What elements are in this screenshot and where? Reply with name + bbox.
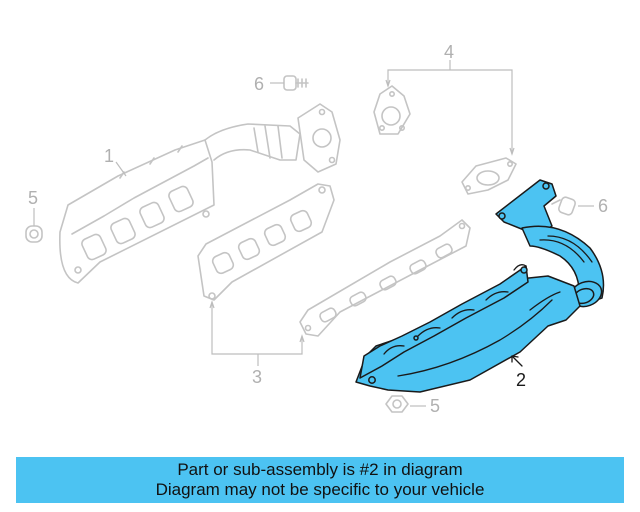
part-2-manifold-highlighted[interactable] <box>355 179 605 393</box>
callout-6-right-label: 6 <box>598 196 608 216</box>
part-6-stud-top <box>283 75 309 91</box>
callout-5-bottom-label: 5 <box>430 396 440 416</box>
part-5-nut-left <box>25 225 43 243</box>
banner-line-2: Diagram may not be specific to your vehi… <box>155 480 485 499</box>
part-6-stud-right <box>551 196 576 216</box>
banner-line-1: Part or sub-assembly is #2 in diagram <box>177 460 463 479</box>
callout-4: 4 <box>385 42 515 156</box>
callout-6-right: 6 <box>578 196 608 216</box>
callout-2: 2 <box>511 355 526 390</box>
callout-1: 1 <box>104 146 127 177</box>
part-1-manifold <box>59 103 341 284</box>
part-3-gasket-left <box>197 183 335 301</box>
parts-diagram: 1 6 5 4 3 6 5 <box>25 42 608 416</box>
callout-5-left-label: 5 <box>28 188 38 208</box>
part-5-nut-bottom <box>385 395 409 413</box>
callout-5-bottom: 5 <box>410 396 440 416</box>
part-4-gasket-upper <box>373 85 411 135</box>
callout-4-label: 4 <box>444 42 454 62</box>
part-4-gasket-lower <box>461 157 517 195</box>
callout-5-left: 5 <box>28 188 38 226</box>
callout-3: 3 <box>209 300 305 387</box>
callout-2-label: 2 <box>516 370 526 390</box>
part-3-gasket-right <box>299 219 471 337</box>
callout-6-top-label: 6 <box>254 74 264 94</box>
callout-6-top: 6 <box>254 74 284 94</box>
callout-1-label: 1 <box>104 146 114 166</box>
callout-3-label: 3 <box>252 367 262 387</box>
info-banner: Part or sub-assembly is #2 in diagram Di… <box>16 457 624 503</box>
